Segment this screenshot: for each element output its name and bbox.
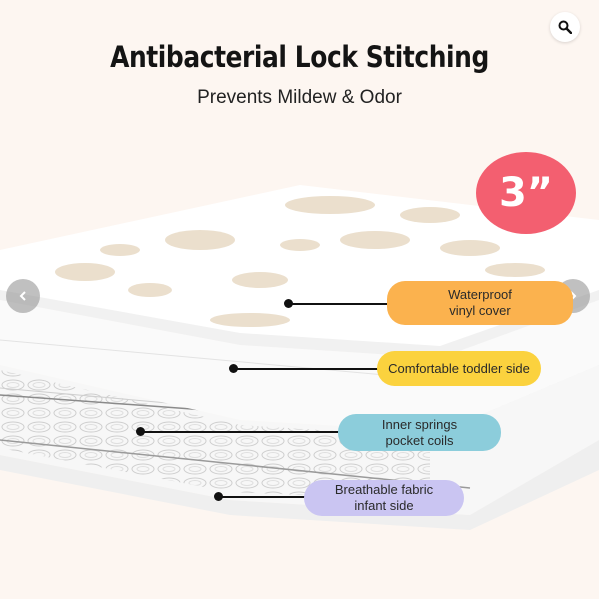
callout-line: infant side bbox=[354, 498, 414, 513]
callout-line: Inner springs bbox=[381, 416, 458, 432]
fabric-leader-line bbox=[219, 496, 305, 498]
chevron-left-icon bbox=[19, 291, 26, 301]
cover-leader-line bbox=[289, 303, 388, 305]
previous-image-button[interactable] bbox=[6, 279, 40, 313]
callout-line: Comfortable toddler side bbox=[388, 360, 530, 376]
page-subtitle: Prevents Mildew & Odor bbox=[197, 87, 402, 108]
callout-line: pocket coils bbox=[385, 432, 454, 448]
mattress-layer-foam bbox=[0, 300, 599, 432]
mattress-layer-fabric bbox=[0, 440, 599, 530]
callout-waterproof-cover: Waterproof vinyl cover bbox=[387, 281, 573, 325]
springs-marker-dot bbox=[136, 427, 145, 436]
callout-line: Breathable fabric bbox=[334, 482, 434, 497]
fabric-marker-dot bbox=[214, 492, 223, 501]
callout-toddler-side: Comfortable toddler side bbox=[377, 351, 541, 386]
callout-breathable-fabric: Breathable fabric infant side bbox=[304, 480, 464, 516]
thickness-badge: 3” bbox=[476, 152, 576, 234]
search-icon bbox=[558, 20, 572, 34]
callout-inner-springs: Inner springs pocket coils bbox=[338, 414, 501, 451]
page-title: Antibacterial Lock Stitching bbox=[110, 40, 489, 74]
foam-leader-line bbox=[234, 368, 378, 370]
callout-line: vinyl cover bbox=[449, 303, 511, 318]
callout-line: Waterproof bbox=[448, 287, 512, 302]
springs-leader-line bbox=[141, 431, 339, 433]
zoom-button[interactable] bbox=[550, 12, 580, 42]
cover-marker-dot bbox=[284, 299, 293, 308]
cover-pattern bbox=[55, 196, 545, 327]
foam-marker-dot bbox=[229, 364, 238, 373]
